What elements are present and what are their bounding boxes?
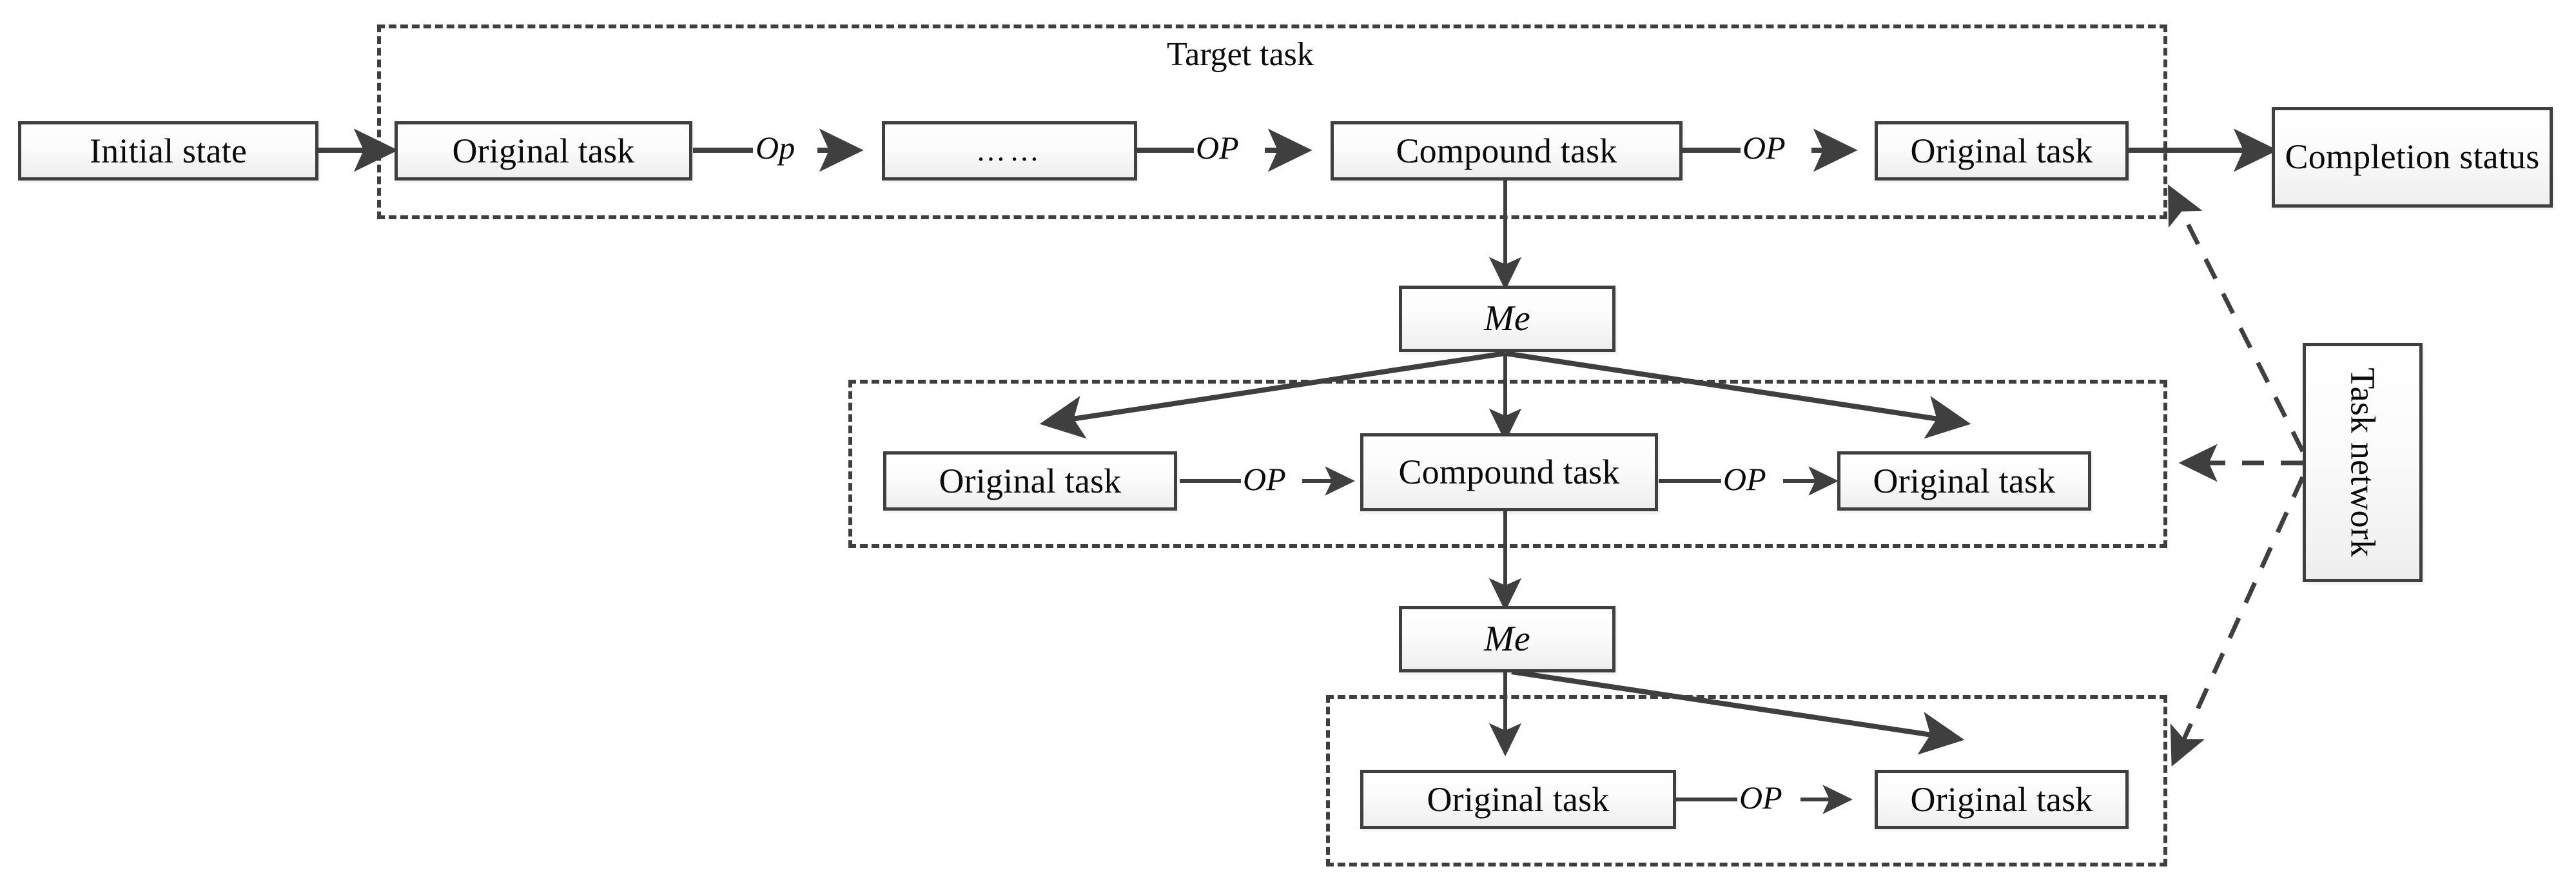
node-row1-original-task-right[interactable]: Original task <box>1875 121 2129 181</box>
node-label: Original task <box>1910 779 2093 819</box>
node-label: Original task <box>939 461 1122 500</box>
node-me-lower[interactable]: Me <box>1399 606 1615 672</box>
node-label: Original task <box>1873 461 2056 500</box>
edge-label-row2-op1: OP <box>1243 461 1286 497</box>
node-label: Initial state <box>89 131 248 170</box>
node-row1-original-task-left[interactable]: Original task <box>395 121 692 181</box>
edge-label-row3-op1: OP <box>1739 779 1782 816</box>
edge-label-row2-op2: OP <box>1723 461 1766 497</box>
node-row2-original-task-left[interactable]: Original task <box>883 451 1177 511</box>
node-initial-state[interactable]: Initial state <box>18 121 318 181</box>
edge-label-row1-op1: Op <box>756 130 795 166</box>
node-row2-original-task-right[interactable]: Original task <box>1837 451 2091 511</box>
node-label: Original task <box>452 131 635 170</box>
node-completion-status[interactable]: Completion status <box>2272 107 2553 208</box>
node-label: Original task <box>1427 779 1610 819</box>
node-label: Me <box>1484 619 1530 660</box>
node-me-upper[interactable]: Me <box>1399 286 1615 352</box>
node-row3-original-task-left[interactable]: Original task <box>1360 770 1676 829</box>
node-task-network[interactable]: Task network <box>2303 343 2423 582</box>
node-label: Compound task <box>1398 452 1620 491</box>
node-label: Completion status <box>2285 137 2540 177</box>
row2-subtask-group-frame <box>848 380 2167 548</box>
node-row2-compound-task[interactable]: Compound task <box>1360 433 1658 511</box>
node-row1-compound-task[interactable]: Compound task <box>1331 121 1683 181</box>
edge-label-row1-op3: OP <box>1742 130 1786 166</box>
target-task-group-title: Target task <box>1167 36 1314 73</box>
node-label: Me <box>1484 299 1530 339</box>
node-label: Task network <box>2343 367 2383 558</box>
node-row3-original-task-right[interactable]: Original task <box>1875 770 2129 829</box>
node-label: …… <box>976 134 1043 168</box>
target-task-group-frame <box>377 24 2167 219</box>
node-label: Original task <box>1910 131 2093 170</box>
row3-subtask-group-frame <box>1326 695 2167 867</box>
node-row1-ellipsis[interactable]: …… <box>882 121 1137 181</box>
node-label: Compound task <box>1396 131 1617 170</box>
edge-label-row1-op2: OP <box>1196 130 1239 166</box>
